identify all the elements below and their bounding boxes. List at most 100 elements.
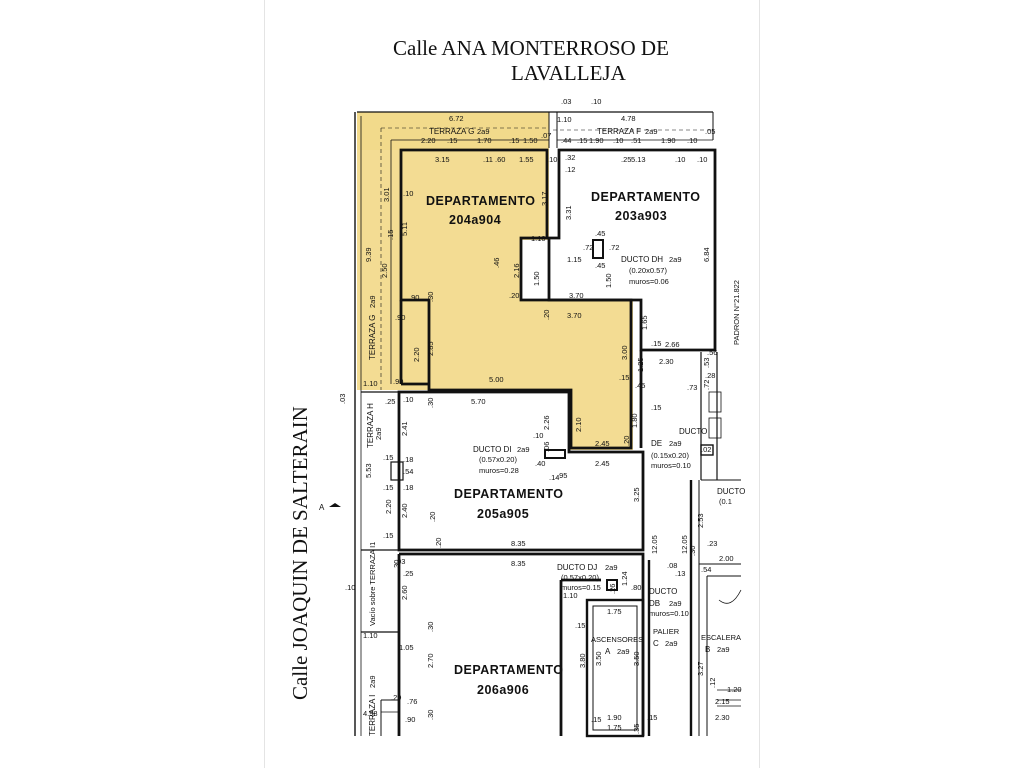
dim: 2.60 [400, 585, 409, 600]
floor-plan: Calle ANA MONTERROSO DE LAVALLEJA Calle … [288, 36, 745, 738]
dim: 2.00 [719, 554, 734, 563]
north-street-line1: Calle ANA MONTERROSO DE [393, 36, 669, 60]
dim: 5.11 [400, 222, 409, 236]
dim: .15 [651, 403, 661, 412]
duct-dh-floors: 2a9 [669, 255, 682, 264]
dim: .44 [561, 136, 571, 145]
dim: .20 [434, 538, 443, 548]
dim: 2.20 [412, 347, 421, 362]
dim: 2.85 [426, 341, 435, 356]
dim: .95 [557, 471, 567, 480]
dim: 1.05 [399, 643, 414, 652]
dim: .15 [383, 483, 393, 492]
terrace-h-side-floors: 2a9 [374, 427, 383, 440]
terrace-f-top: TERRAZA F [597, 127, 641, 136]
dim: .32 [565, 153, 575, 162]
unit-code-204: 204a904 [449, 213, 501, 227]
dim: .26 [608, 584, 617, 594]
dim: .15 [591, 715, 601, 724]
dim: 2.50 [380, 263, 389, 278]
dim: 2.70 [426, 653, 435, 668]
dim: 1.10 [563, 591, 578, 600]
dim: 3.17 [540, 191, 549, 206]
unit-name-206: DEPARTAMENTO [454, 663, 563, 677]
dim: 2.20 [421, 136, 436, 145]
dim: .40 [535, 459, 545, 468]
dim: 2.30 [715, 713, 730, 722]
dim: .80 [631, 583, 641, 592]
stairs-floors: 2a9 [717, 645, 730, 654]
dim: .18 [403, 483, 413, 492]
dim: 1.50 [604, 273, 613, 288]
dim: .10 [697, 155, 707, 164]
dim: 2.40 [400, 503, 409, 518]
dim: .10 [345, 583, 355, 592]
dim: .15 [619, 373, 629, 382]
duct-db-name: DUCTO [649, 587, 677, 596]
dim: .46 [492, 258, 501, 268]
dim: 2.20 [384, 499, 393, 514]
dim: .23 [707, 539, 717, 548]
dim: 1.15 [567, 255, 582, 264]
dim: 3.70 [567, 311, 582, 320]
dim: .45 [595, 229, 605, 238]
duct-db-walls: muros=0.10 [649, 609, 689, 618]
dim: .14 [549, 473, 559, 482]
dim: .76 [407, 697, 417, 706]
dim: .51 [631, 136, 641, 145]
dim: .90 [405, 715, 415, 724]
dim: .25 [403, 569, 413, 578]
duct-dj-size: (0.57x0.20) [561, 573, 599, 582]
section-marker: A [319, 503, 325, 512]
dim: 12.05 [680, 535, 689, 554]
dim: .03 [395, 557, 405, 566]
dim: 1.75 [607, 723, 622, 732]
dim: 2.15 [715, 697, 730, 706]
dim: 3.31 [564, 205, 573, 220]
dim: .72 [609, 243, 619, 252]
dim: .25 [621, 155, 631, 164]
stairs-label: ESCALERA [701, 633, 741, 642]
dim: 2.66 [665, 340, 680, 349]
dim: .10 [591, 97, 601, 106]
dim: 1.70 [477, 136, 492, 145]
dim: .30 [426, 292, 435, 302]
terrace-g-top: TERRAZA G [429, 127, 474, 136]
dim: 3.50 [632, 651, 641, 666]
dim: 1.80 [630, 413, 639, 428]
terrace-i-side: TERRAZA I [368, 695, 377, 736]
dim: .03 [338, 394, 347, 404]
dim: .20 [622, 436, 631, 446]
dim: .03 [561, 97, 571, 106]
dim: .72 [702, 380, 711, 390]
dim: 1.90 [589, 136, 604, 145]
dim: .13 [675, 569, 685, 578]
dim: 2.26 [542, 415, 551, 430]
dim: .10 [533, 431, 543, 440]
duct-dj-name: DUCTO DJ [557, 563, 597, 572]
duct-de-name: DUCTO [679, 427, 707, 436]
dim: 3.80 [578, 653, 587, 668]
elevators-floors: 2a9 [617, 647, 630, 656]
dim: .10 [687, 136, 697, 145]
dim: .10 [403, 189, 413, 198]
duct-di-floors: 2a9 [517, 445, 530, 454]
dim: 1.50 [532, 271, 541, 286]
dim: .35 [632, 724, 641, 734]
duct-di-walls: muros=0.28 [479, 466, 519, 475]
dim: 1.20 [727, 685, 742, 694]
dim: 4.78 [621, 114, 636, 123]
dim: 2.10 [574, 417, 583, 432]
dim: .10 [403, 395, 413, 404]
dim: .54 [701, 565, 711, 574]
dim: 8.35 [511, 539, 526, 548]
dim: .28 [705, 371, 715, 380]
highlight-terrace-top [357, 112, 549, 150]
unit-name-205: DEPARTAMENTO [454, 487, 563, 501]
dim: .15 [647, 713, 657, 722]
dim: 5.13 [631, 155, 646, 164]
west-street: Calle JOAQUIN DE SALTERAIN [288, 406, 312, 700]
dim: 1.65 [640, 315, 649, 330]
duct-di-name: DUCTO DI [473, 445, 512, 454]
dimension-labels: 6.72 4.78 2.20 .15 1.70 .15 1.50 .07 1.1… [338, 97, 742, 734]
